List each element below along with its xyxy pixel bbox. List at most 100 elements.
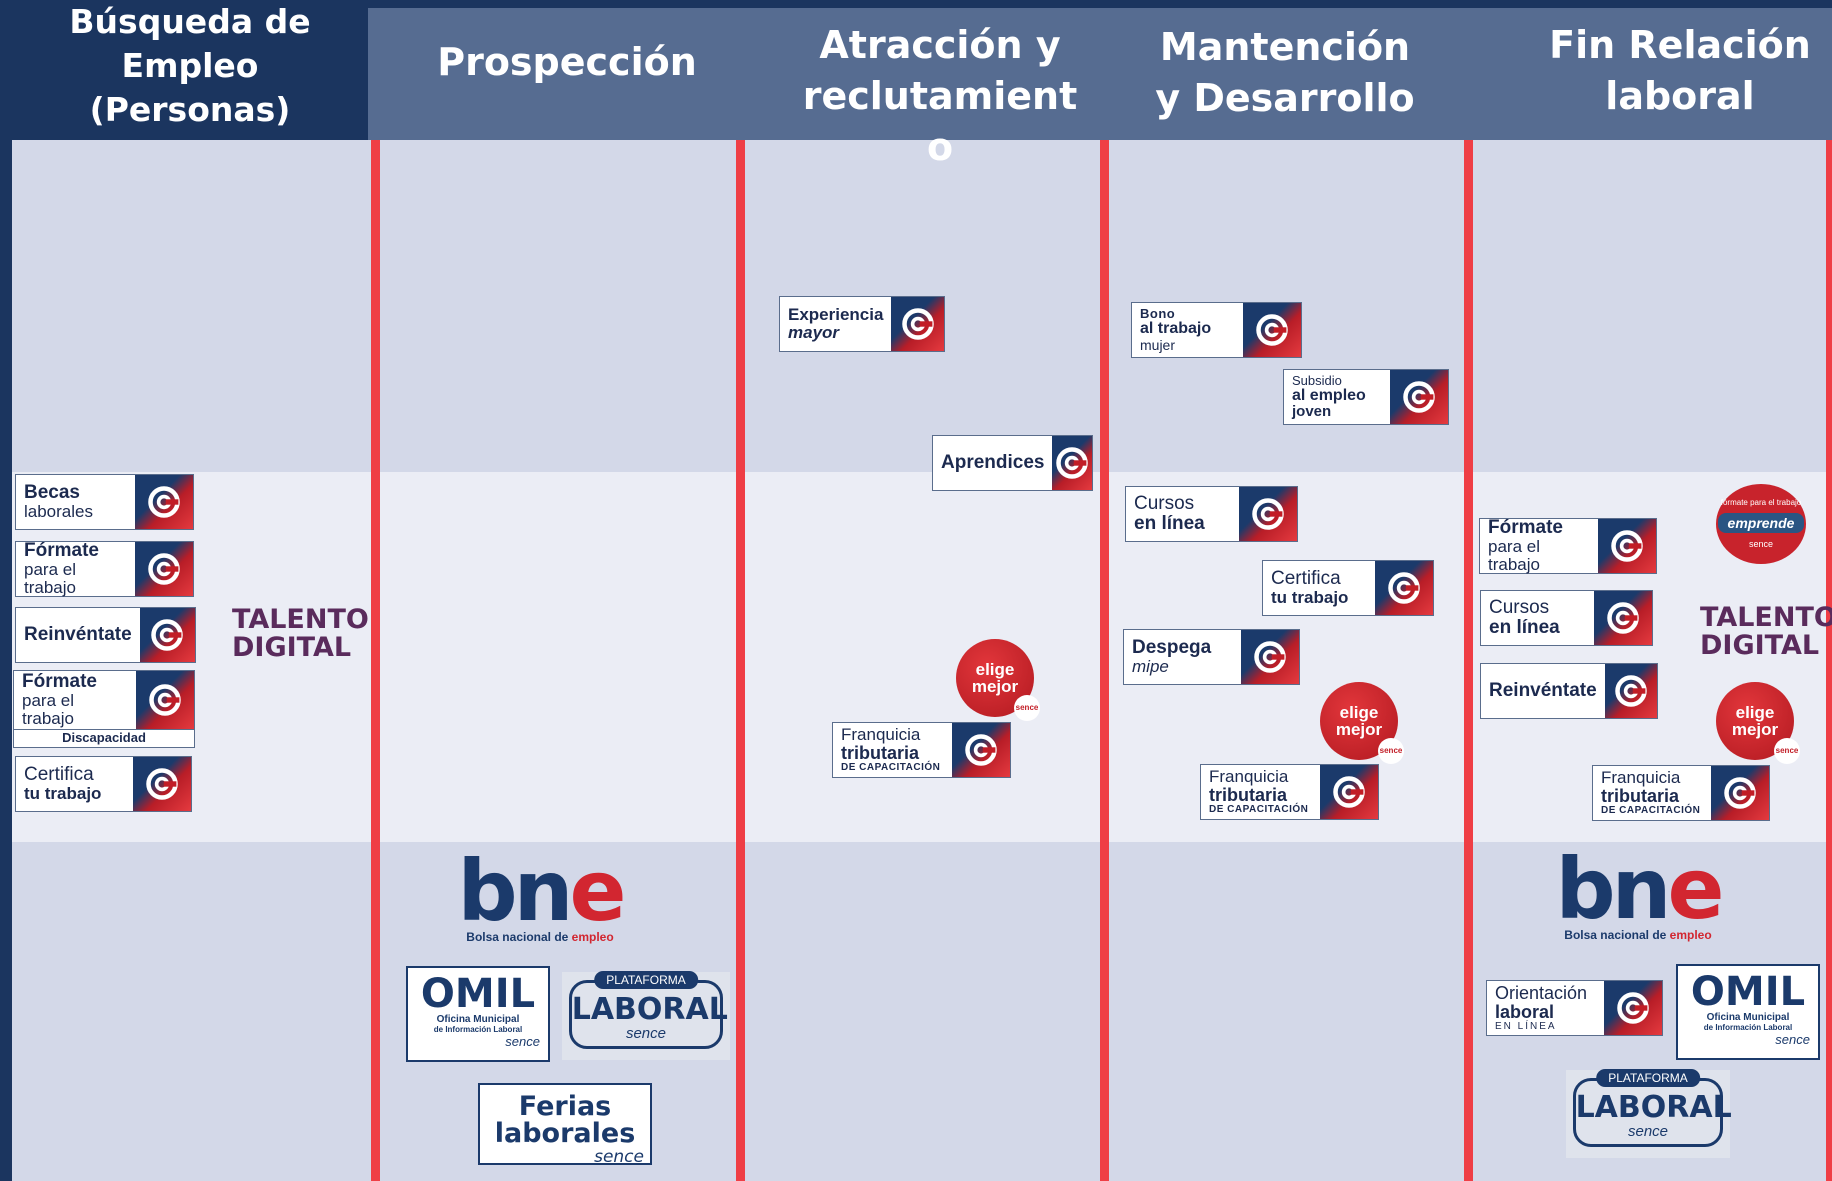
bne-logo[interactable]: bne Bolsa nacional de empleo bbox=[1538, 847, 1738, 942]
elige-line1: elige bbox=[975, 660, 1015, 679]
omil-logo[interactable]: OMIL Oficina Municipal de Información La… bbox=[406, 966, 550, 1062]
program-label: Fórmate bbox=[24, 540, 99, 562]
ferias-laborales-logo[interactable]: Ferias laborales sence bbox=[478, 1083, 652, 1167]
program-sublabel: tributaria bbox=[1209, 785, 1288, 806]
program-label: Certifica bbox=[1271, 568, 1341, 590]
program-sublabel: en línea bbox=[1489, 617, 1560, 638]
plataforma-laboral-logo[interactable]: PLATAFORMA LABORAL sence bbox=[562, 971, 730, 1060]
program-tag: EN LÍNEA bbox=[1495, 1020, 1557, 1032]
omil-title: OMIL bbox=[420, 971, 536, 1017]
elige-mejor-logo[interactable]: elige mejor sence bbox=[956, 639, 1040, 721]
talento-digital-logo[interactable]: TALENTO DIGITAL bbox=[232, 605, 369, 663]
program-label: Franquicia bbox=[1209, 767, 1289, 787]
program-sublabel: en línea bbox=[1134, 513, 1205, 534]
header-busqueda: Búsqueda de Empleo (Personas) bbox=[12, 0, 368, 140]
header-busqueda-line2: Empleo bbox=[121, 46, 259, 85]
emprende-pill: emprende bbox=[1718, 513, 1804, 533]
omil-sence: sence bbox=[1775, 1032, 1810, 1047]
program-tag: Discapacidad bbox=[14, 729, 194, 747]
program-sublabel: tributaria bbox=[841, 743, 920, 764]
omil-subtitle2: de Información Laboral bbox=[433, 1025, 523, 1034]
sence-circle-icon bbox=[1390, 370, 1448, 424]
sence-circle-icon bbox=[136, 671, 194, 729]
program-sublabel: laboral bbox=[1495, 1001, 1555, 1022]
program-sublabel: para el trabajo bbox=[22, 691, 74, 728]
program-label: Despega bbox=[1132, 637, 1212, 659]
header-atraccion: Atracción y reclutamient o bbox=[770, 20, 1110, 173]
omil-logo[interactable]: OMIL Oficina Municipal de Información La… bbox=[1676, 964, 1820, 1060]
program-label: Cursos bbox=[1134, 493, 1195, 515]
program-sublabel: tu trabajo bbox=[24, 784, 102, 804]
program-label: Reinvéntate bbox=[1489, 680, 1597, 702]
program-sublabel: al trabajo bbox=[1140, 320, 1212, 338]
program-reinventate[interactable]: Reinvéntate bbox=[1480, 663, 1658, 719]
bne-caption-b: empleo bbox=[1669, 927, 1712, 942]
program-label: Aprendices bbox=[941, 452, 1045, 474]
plataforma-sence: sence bbox=[1627, 1123, 1669, 1140]
elige-mejor-logo[interactable]: elige mejor sence bbox=[1716, 682, 1800, 764]
emprende-top: fórmate para el trabajo bbox=[1720, 498, 1802, 507]
program-sublabel: tributaria bbox=[1601, 786, 1680, 807]
column-divider bbox=[1100, 140, 1109, 1181]
bne-word-b: e bbox=[569, 842, 626, 940]
sence-circle-icon bbox=[1375, 561, 1433, 615]
bne-wordmark: bne bbox=[1538, 847, 1738, 931]
bne-word-a: bn bbox=[1555, 840, 1672, 938]
program-label: Cursos bbox=[1489, 597, 1550, 619]
program-sublabel: para el trabajo bbox=[24, 560, 76, 597]
program-label: Certifica bbox=[24, 764, 94, 786]
plataforma-tag: PLATAFORMA bbox=[594, 971, 698, 989]
sence-circle-icon bbox=[1052, 436, 1092, 490]
header-fin-line1: Fin Relación bbox=[1549, 23, 1811, 67]
bne-logo[interactable]: bne Bolsa nacional de empleo bbox=[440, 849, 640, 944]
program-aprendices[interactable]: Aprendices bbox=[932, 435, 1093, 491]
program-tag: mujer bbox=[1140, 336, 1176, 353]
elige-mejor-logo[interactable]: elige mejor sence bbox=[1320, 682, 1404, 764]
sence-circle-icon bbox=[1604, 981, 1662, 1035]
sence-circle-icon bbox=[135, 475, 193, 529]
emprende-sence: sence bbox=[1748, 539, 1774, 549]
program-sublabel: al empleo bbox=[1292, 386, 1366, 404]
elige-sence: sence bbox=[1014, 695, 1040, 721]
left-edge-strip bbox=[0, 0, 12, 1181]
formate-emprende-logo[interactable]: fórmate para el trabajo emprende sence bbox=[1716, 484, 1806, 564]
bne-caption-a: Bolsa nacional de bbox=[1564, 927, 1670, 942]
header-atraccion-line3: o bbox=[926, 125, 954, 169]
omil-subtitle: Oficina Municipal bbox=[436, 1014, 520, 1025]
program-label: Orientación bbox=[1495, 982, 1588, 1003]
omil-subtitle: Oficina Municipal bbox=[1706, 1012, 1790, 1023]
sence-circle-icon bbox=[1243, 303, 1301, 357]
elige-line2: mejor bbox=[1731, 720, 1779, 739]
program-label: Fórmate bbox=[1488, 517, 1563, 539]
header-mantencion-line2: y Desarrollo bbox=[1155, 76, 1415, 120]
program-reinventate[interactable]: Reinvéntate bbox=[15, 607, 196, 663]
sence-circle-icon bbox=[1711, 766, 1769, 820]
omil-subtitle2: de Información Laboral bbox=[1703, 1023, 1793, 1032]
plataforma-laboral-logo[interactable]: PLATAFORMA LABORAL sence bbox=[1566, 1069, 1732, 1158]
header-atraccion-line1: Atracción y bbox=[819, 23, 1061, 67]
omil-sence: sence bbox=[505, 1034, 540, 1049]
program-tag: DE CAPACITACIÓN bbox=[1601, 805, 1701, 817]
program-label: Becas bbox=[24, 482, 80, 504]
bne-caption: Bolsa nacional de empleo bbox=[440, 930, 640, 944]
talento-digital-logo[interactable]: TALENTO DIGITAL bbox=[1700, 603, 1832, 661]
program-tag: DE CAPACITACIÓN bbox=[841, 762, 941, 774]
plataforma-tag: PLATAFORMA bbox=[1596, 1069, 1700, 1087]
program-label: Subsidio bbox=[1292, 372, 1342, 388]
